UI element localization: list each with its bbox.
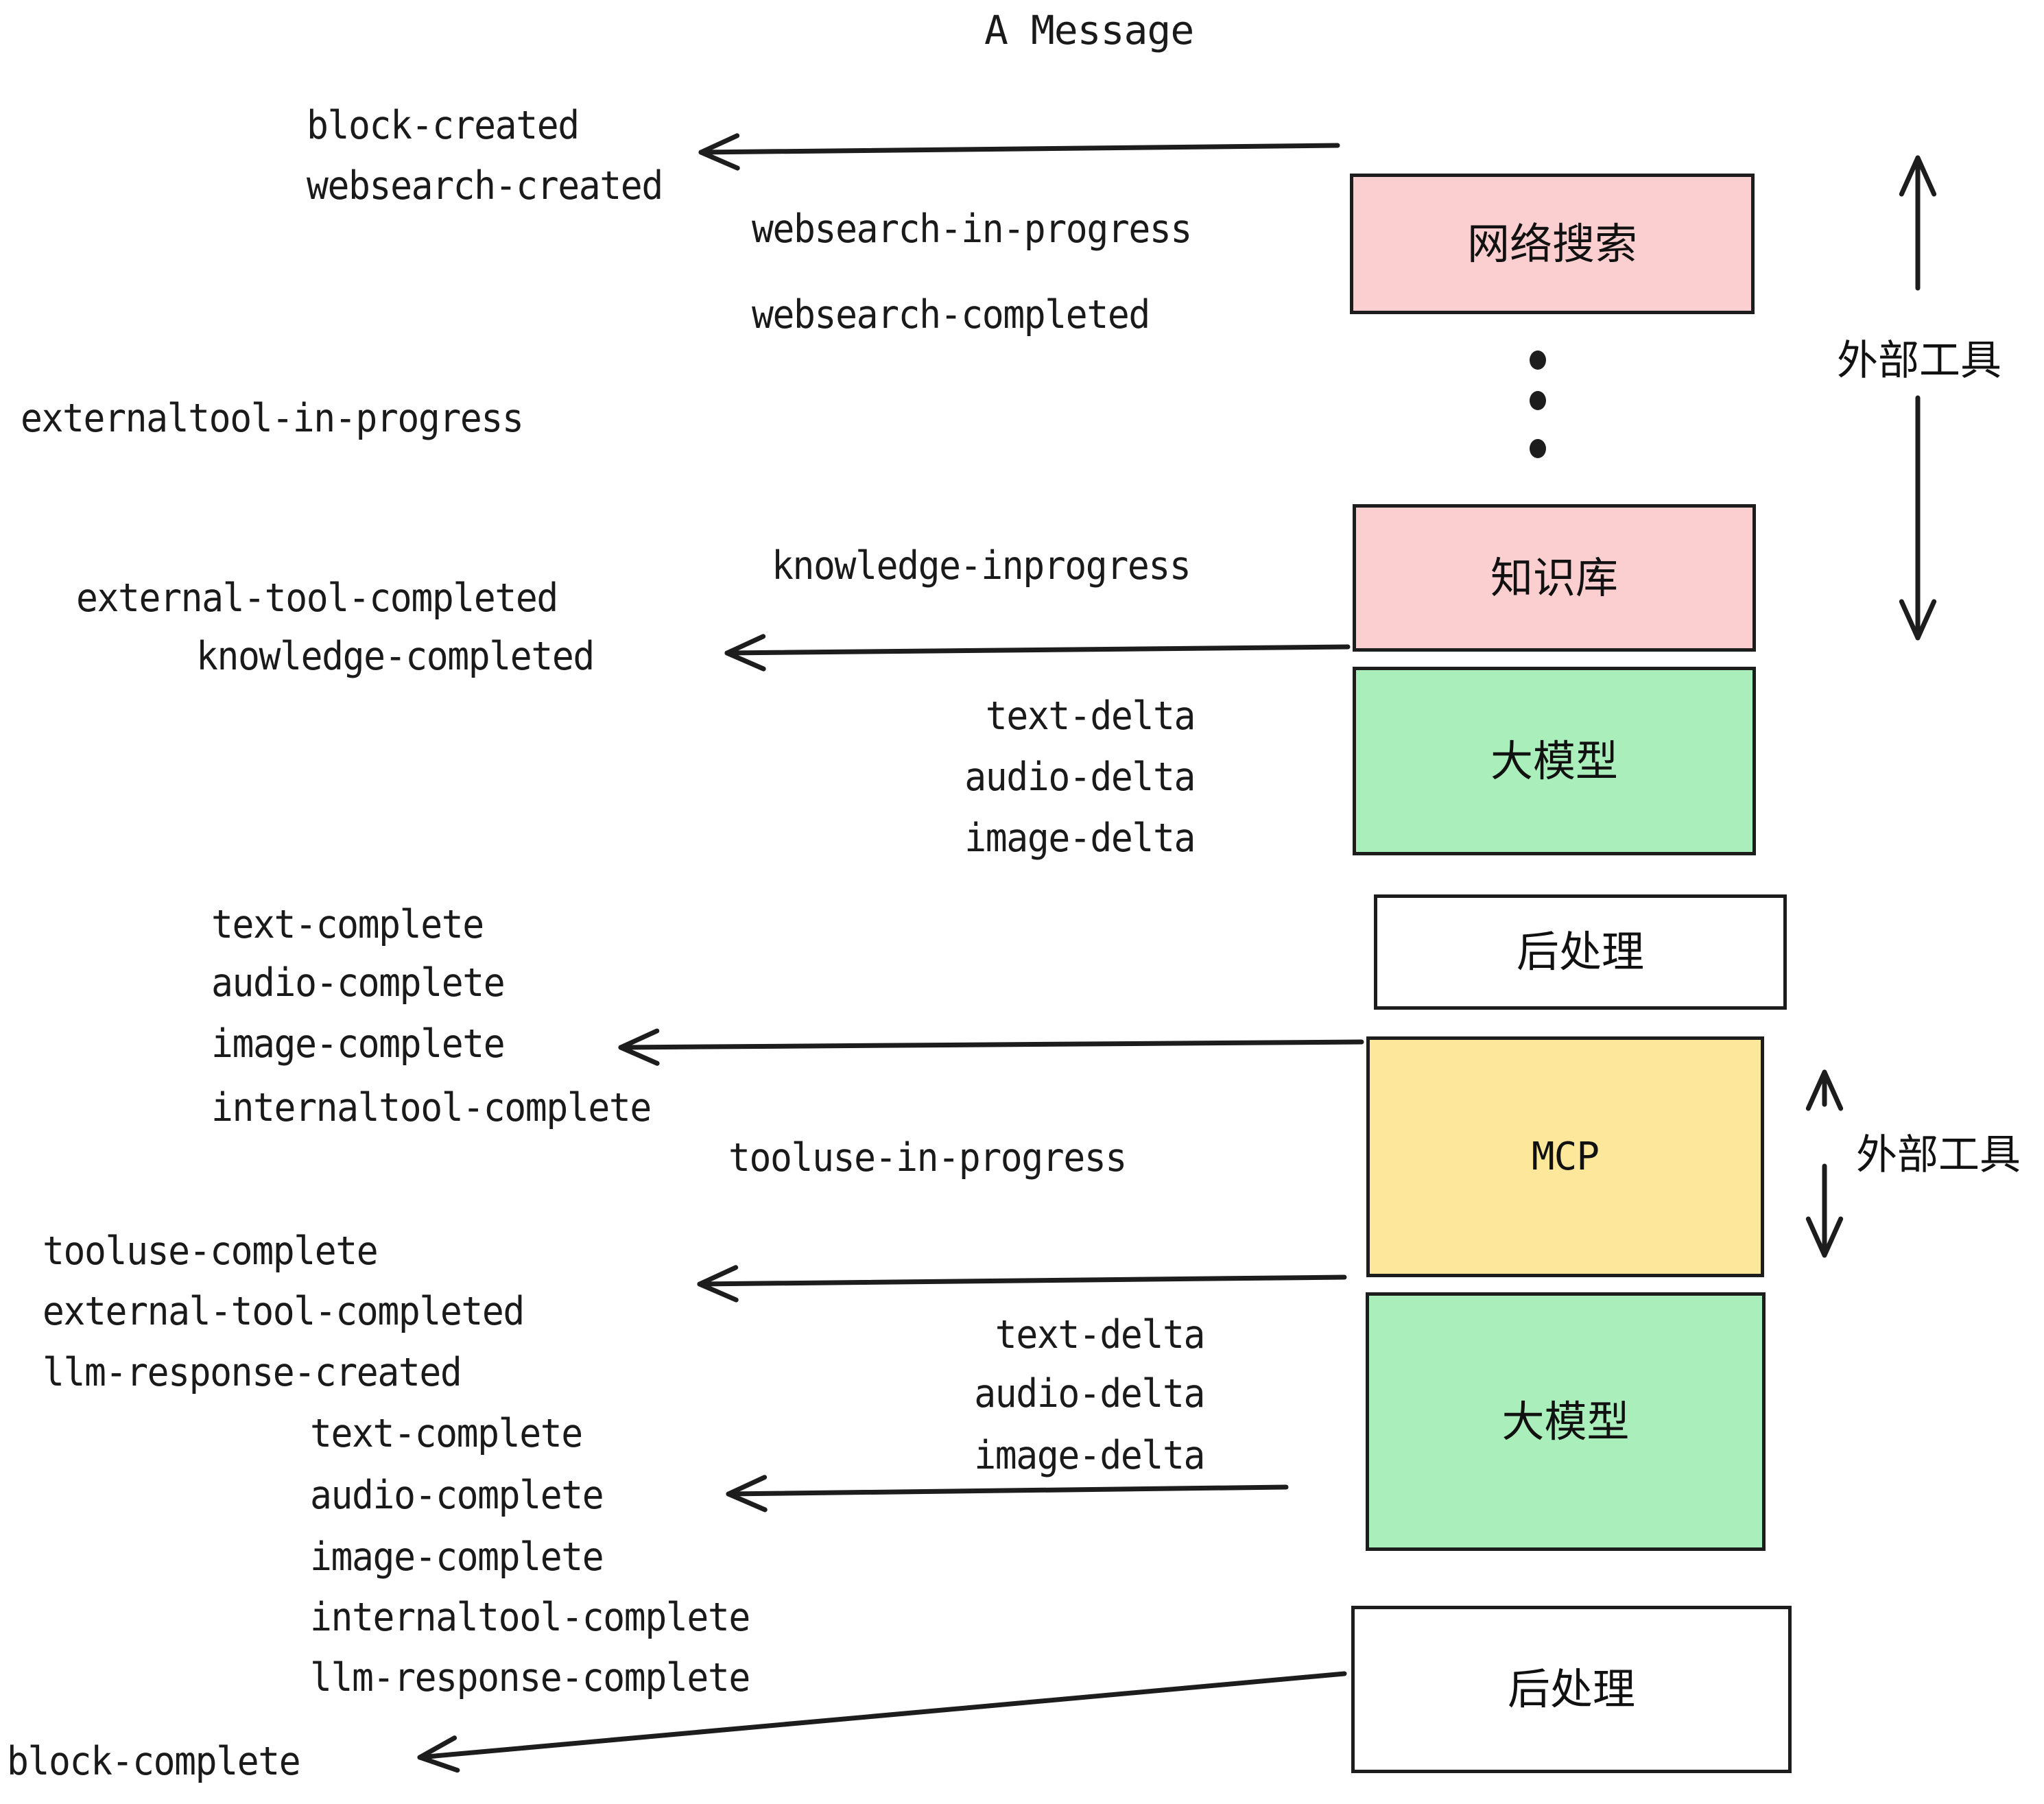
event-label-image-complete-1: image-complete [211,1021,506,1067]
box-llm-bottom: 大模型 [1366,1292,1766,1551]
event-label-block-complete: block-complete [7,1739,301,1784]
event-label-external-tool-completed-2: external-tool-completed [43,1289,525,1334]
event-label-audio-complete-2: audio-complete [310,1473,604,1518]
event-label-audio-delta-1: audio-delta [964,755,1196,800]
event-label-knowledge-completed: knowledge-completed [196,634,595,679]
bracket-external-tool-bracket-up-2 [1805,1069,1844,1111]
event-label-internaltool-complete-2: internaltool-complete [310,1595,750,1640]
event-label-text-complete-1: text-complete [211,902,484,947]
arrow-arrow-knowledge-to-completed [724,634,1351,672]
ellipsis-dot-3 [1530,439,1546,458]
event-label-llm-response-created: llm-response-created [43,1350,462,1395]
event-label-externaltool-in-progress: externaltool-in-progress [21,396,524,441]
event-label-block-created: block-created [307,103,580,148]
ellipsis-dot-1 [1530,351,1546,370]
bracket-external-tool-bracket-down-2 [1805,1163,1844,1258]
box-llm-top: 大模型 [1353,667,1756,855]
diagram-title: A Message [984,7,1194,54]
event-label-llm-response-complete: llm-response-complete [310,1655,750,1700]
event-label-tooluse-in-progress: tooluse-in-progress [728,1135,1127,1180]
event-label-internaltool-complete-1: internaltool-complete [211,1085,652,1130]
side-label-external-tool-upper: 外部工具 [1837,337,2001,385]
event-label-websearch-in-progress: websearch-in-progress [752,206,1192,252]
bracket-external-tool-bracket-down [1899,395,1937,641]
event-label-audio-complete-1: audio-complete [211,960,506,1006]
arrow-arrow-llm-to-audiocomplete [726,1475,1289,1512]
event-label-image-delta-2: image-delta [974,1433,1205,1478]
event-label-image-complete-2: image-complete [310,1534,604,1580]
event-label-text-complete-2: text-complete [310,1411,583,1456]
event-label-knowledge-inprogress: knowledge-inprogress [772,543,1191,589]
box-postprocess-bottom: 后处理 [1351,1606,1792,1773]
event-label-image-delta-1: image-delta [964,816,1196,861]
event-label-text-delta-1: text-delta [985,693,1196,739]
event-label-external-tool-completed-1: external-tool-completed [76,575,558,621]
event-label-audio-delta-2: audio-delta [974,1371,1205,1416]
side-label-external-tool-lower: 外部工具 [1856,1131,2021,1179]
event-label-websearch-created: websearch-created [307,163,663,209]
box-postprocess-top: 后处理 [1374,894,1787,1010]
event-label-websearch-completed: websearch-completed [752,292,1150,337]
arrow-arrow-postprocess-to-imagecomplete [618,1028,1364,1066]
arrow-arrow-websearch-to-blockcreated [698,133,1340,171]
bracket-external-tool-bracket-up [1899,155,1937,291]
event-label-tooluse-complete: tooluse-complete [43,1229,379,1274]
event-label-text-delta-2: text-delta [995,1312,1206,1357]
ellipsis-dot-2 [1530,391,1546,410]
box-mcp: MCP [1366,1036,1764,1277]
arrow-arrow-mcp-to-tooluse [697,1265,1347,1303]
box-knowledgebase: 知识库 [1353,504,1756,652]
box-websearch: 网络搜索 [1350,174,1755,314]
